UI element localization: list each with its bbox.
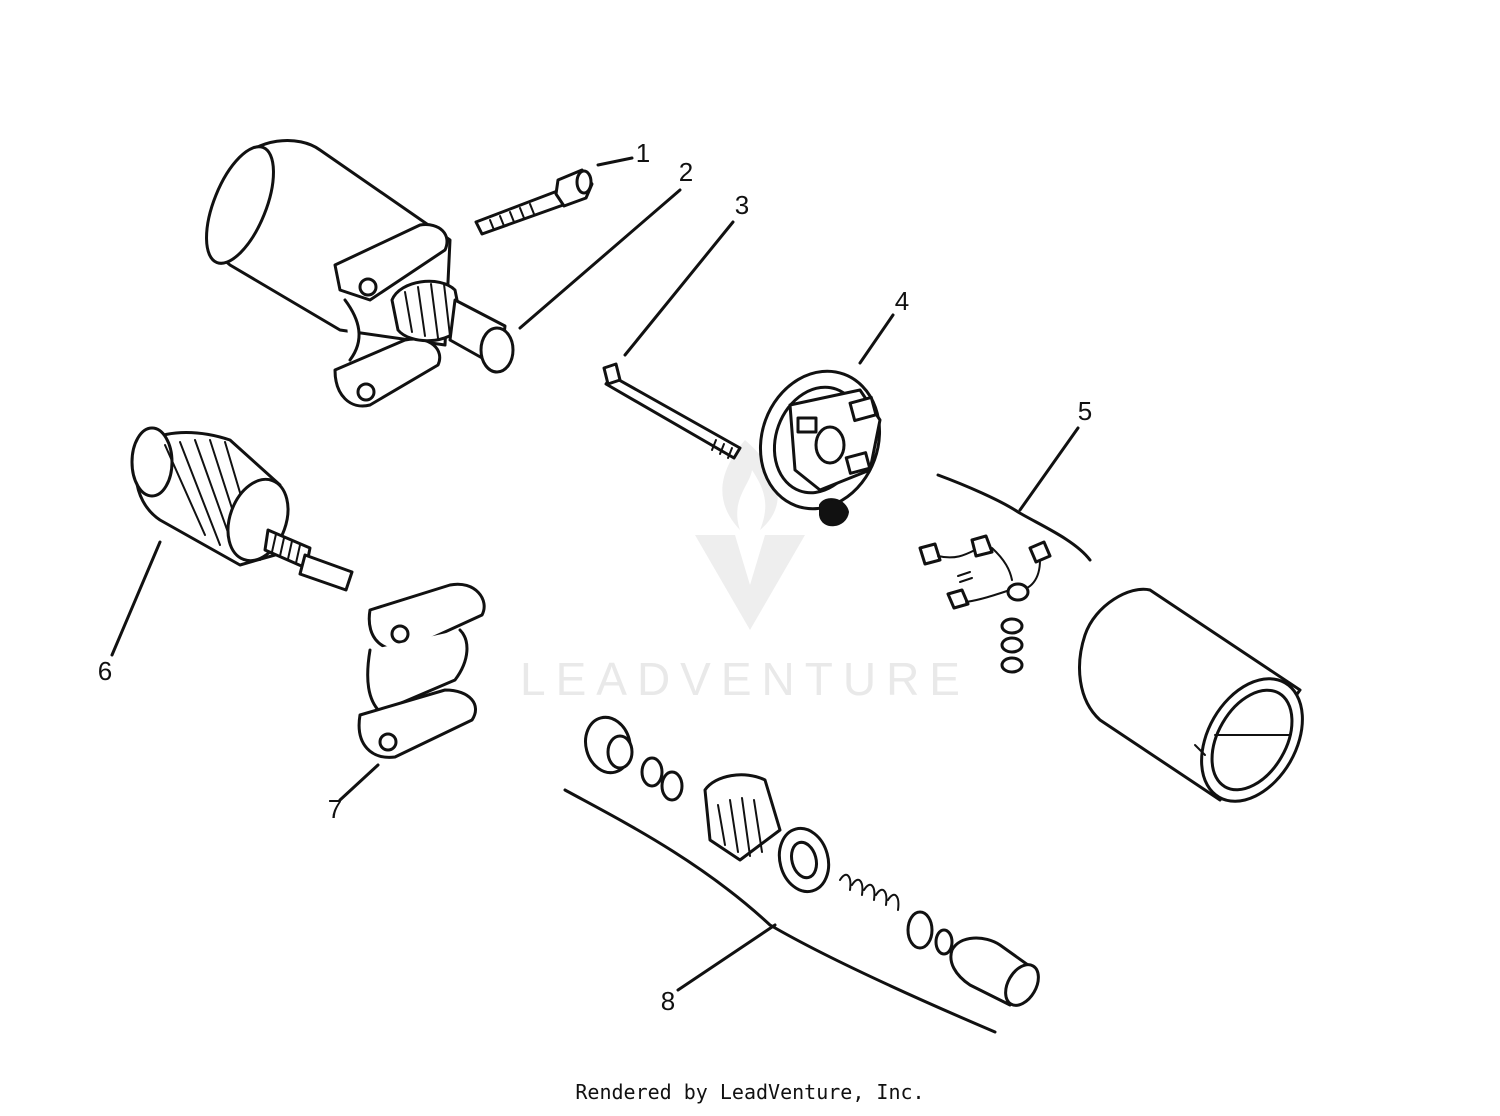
leader-line-5 bbox=[1018, 426, 1080, 512]
part-motor-frame bbox=[1078, 587, 1304, 803]
part-armature bbox=[130, 426, 354, 592]
leader-line-1 bbox=[596, 156, 634, 167]
callout-4: 4 bbox=[895, 286, 909, 316]
part-starter-motor-assembly bbox=[205, 139, 515, 408]
callout-3: 3 bbox=[735, 190, 749, 220]
watermark: LEADVENTURE bbox=[520, 440, 970, 705]
group-bracket-8 bbox=[563, 788, 997, 1034]
part-brush-kit bbox=[918, 534, 1052, 674]
leader-line-6 bbox=[110, 540, 162, 657]
leader-line-2 bbox=[518, 188, 682, 330]
group-bracket-5 bbox=[936, 473, 1092, 562]
leader-line-4 bbox=[858, 313, 895, 365]
footer-credit: Rendered by LeadVenture, Inc. bbox=[575, 1080, 925, 1104]
callout-1: 1 bbox=[636, 138, 650, 168]
part-long-bolt bbox=[602, 362, 742, 460]
callout-7: 7 bbox=[328, 794, 342, 824]
part-end-cap bbox=[758, 369, 882, 527]
watermark-text: LEADVENTURE bbox=[520, 653, 970, 705]
part-drive-kit bbox=[584, 715, 1040, 1007]
leader-line-7 bbox=[338, 763, 380, 802]
part-bracket bbox=[357, 582, 486, 759]
leader-line-3 bbox=[623, 220, 735, 357]
part-through-bolt bbox=[474, 168, 594, 236]
callout-5: 5 bbox=[1078, 396, 1092, 426]
leader-line-8 bbox=[676, 923, 777, 992]
callout-6: 6 bbox=[98, 656, 112, 686]
callout-8: 8 bbox=[661, 986, 675, 1016]
callout-2: 2 bbox=[679, 157, 693, 187]
watermark-v-logo-icon bbox=[695, 535, 805, 630]
